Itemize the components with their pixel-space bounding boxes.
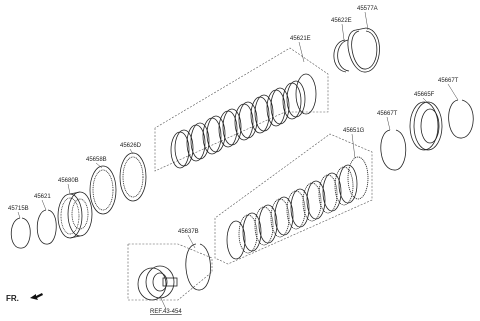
front-label: FR. [6, 294, 19, 303]
label-45651G: 45651G [343, 128, 365, 134]
snap-ring-45577A [347, 27, 380, 73]
clutch-pack-upper-plates [170, 73, 317, 169]
ref-label[interactable]: REF.43-454 [150, 309, 182, 315]
snap-ring-45715B [10, 217, 31, 249]
snap-ring-45667T-right [448, 99, 474, 139]
front-arrow-icon [30, 293, 43, 300]
label-45658B: 45658B [86, 157, 107, 163]
label-45667T-right: 45667T [438, 78, 459, 84]
clutch-pack-upper-frame [154, 47, 329, 172]
piston-45665F [409, 101, 443, 151]
snap-ring-45621 [36, 209, 57, 245]
label-45667T-mid: 45667T [377, 111, 398, 117]
label-45637B: 45637B [178, 229, 199, 235]
label-45621: 45621 [34, 194, 51, 200]
clutch-pack-lower-frame [214, 133, 373, 265]
disc-45626D [119, 152, 147, 202]
gear-assembly-frame [127, 243, 213, 301]
snap-ring-45637B [185, 243, 211, 291]
label-45621E: 45621E [290, 36, 311, 42]
label-45626D: 45626D [120, 143, 142, 149]
disc-45658B [89, 165, 117, 215]
clutch-pack-lower-plates [226, 156, 369, 260]
snap-ring-45622E [333, 39, 350, 73]
label-45680B: 45680B [58, 178, 79, 184]
leader-lines [17, 11, 459, 310]
label-45622E: 45622E [331, 18, 352, 24]
label-45577A: 45577A [357, 6, 378, 12]
planetary-gear [137, 265, 178, 301]
label-45665F: 45665F [414, 92, 435, 98]
snap-ring-45667T-mid [380, 129, 407, 171]
hub-45680B [57, 191, 93, 239]
label-45715B: 45715B [8, 206, 29, 212]
